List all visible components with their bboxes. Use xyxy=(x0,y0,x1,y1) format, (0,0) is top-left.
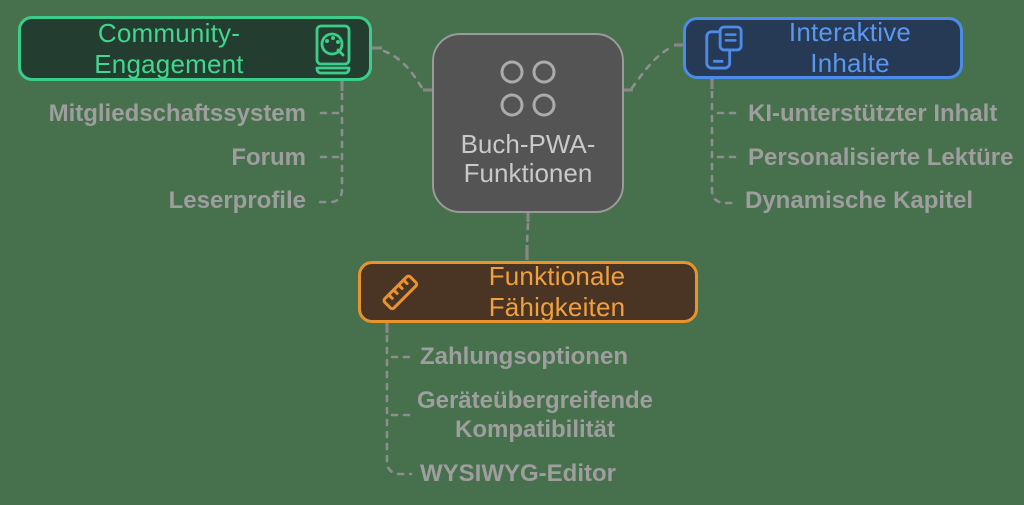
leaf-dynamische-kapitel: Dynamische Kapitel xyxy=(745,187,974,214)
mobile-content-icon xyxy=(702,24,744,72)
four-circles-icon xyxy=(498,59,558,124)
link-center-community xyxy=(382,49,424,90)
center-node-title: Buch-PWA- Funktionen xyxy=(461,130,596,188)
node-interactive-label: Interaktive Inhalte xyxy=(788,17,912,78)
node-community-label: Community-Engagement xyxy=(94,17,244,79)
rail-interactive xyxy=(710,90,739,205)
leaf-mitgliedschaftssystem: Mitgliedschaftssystem xyxy=(48,100,306,127)
leaf-geraeteuebergreifende-kompatibilitaet: Geräteübergreifende Kompatibilität xyxy=(416,387,654,443)
leaf-forum: Forum xyxy=(231,144,306,171)
leaf-leserprofile: Leserprofile xyxy=(168,187,306,214)
link-center-interactive xyxy=(630,45,674,90)
node-community-engagement: Community-Engagement xyxy=(18,16,372,81)
node-funktionale-faehigkeiten: Funktionale Fähigkeiten xyxy=(358,261,698,323)
leaf-zahlungsoptionen: Zahlungsoptionen xyxy=(420,343,628,370)
center-title-line1: Buch-PWA- xyxy=(460,129,596,159)
link-center-functional xyxy=(525,222,530,245)
leaf-ki-unterstuetzter-inhalt: KI-unterstützter Inhalt xyxy=(748,100,998,127)
leaf-wysiwyg-editor: WYSIWYG-Editor xyxy=(420,460,616,487)
node-interaktive-inhalte: Interaktive Inhalte xyxy=(683,17,963,79)
ruler-icon xyxy=(377,269,423,315)
leaf-personalisierte-lektuere: Personalisierte Lektüre xyxy=(748,144,1014,171)
node-functional-label: Funktionale Fähigkeiten xyxy=(488,261,626,322)
book-palette-icon xyxy=(313,23,353,75)
rail-community xyxy=(315,92,344,204)
rail-functional xyxy=(385,334,413,476)
center-node: Buch-PWA- Funktionen xyxy=(432,33,624,213)
center-title-line2: Funktionen xyxy=(463,158,593,188)
